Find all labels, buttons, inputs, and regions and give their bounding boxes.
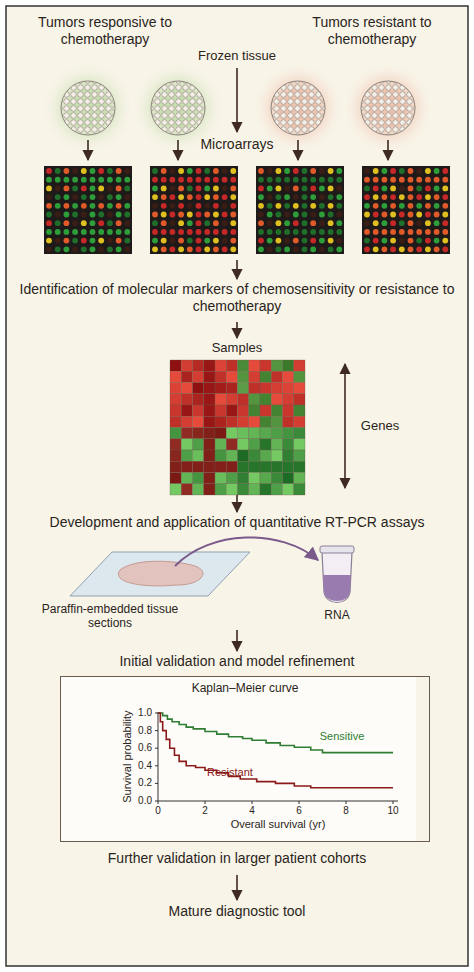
tick-label: 6 [287,805,311,817]
series-label: Resistant [190,766,270,779]
microarrays [44,166,450,254]
axis-title: Survival probability [121,697,134,817]
step-label: Identification of molecular markers of c… [17,281,457,315]
km-chart [60,676,416,842]
part-label: Paraffin-embedded tissue sections [20,602,200,631]
axis-title: Overall survival (yr) [198,818,358,831]
step-label: Development and application of quantitat… [17,514,457,531]
step-label: Mature diagnostic tool [87,903,387,920]
axis-label: Samples [177,340,297,356]
series-label: Sensitive [302,730,382,743]
group-heading: Tumors responsive to chemotherapy [15,14,195,48]
group-heading: Tumors resistant to chemotherapy [282,14,462,48]
slide-and-tube [70,537,354,602]
tick-label: 0 [146,805,170,817]
heatmap [170,360,305,495]
tick-label: 10 [381,805,405,817]
tumor-spheres [42,62,434,154]
part-label: RNA [307,608,367,622]
step-label: Frozen tissue [167,48,307,64]
tick-label: 2 [193,805,217,817]
step-label: Initial validation and model refinement [27,653,447,670]
step-label: Microarrays [157,136,317,153]
tick-label: 4 [240,805,264,817]
frame [6,6,468,966]
chart-panel: Kaplan–Meier curve [60,676,430,842]
chart-title: Kaplan–Meier curve [61,681,429,695]
tick-label: 8 [334,805,358,817]
step-label: Further validation in larger patient coh… [17,850,457,867]
axis-label: Genes [355,418,405,434]
